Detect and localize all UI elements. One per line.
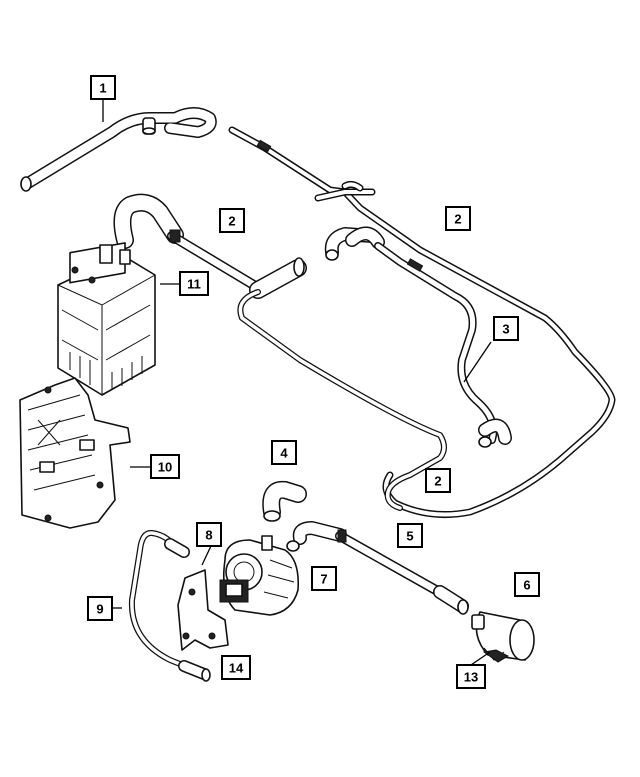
callout-label: 10 (158, 460, 172, 475)
callout-2-middle: 2 (219, 208, 245, 233)
callout-10: 10 (150, 454, 180, 479)
callout-label: 13 (464, 670, 478, 685)
callout-3: 3 (493, 316, 519, 341)
callout-9: 9 (87, 596, 113, 621)
callout-1: 1 (90, 75, 116, 100)
callout-8: 8 (196, 522, 222, 547)
evap-canister-part-11 (57, 242, 156, 396)
callout-label: 14 (229, 661, 244, 676)
callout-label: 2 (454, 212, 461, 227)
callout-label: 9 (96, 602, 103, 617)
callout-label: 6 (523, 578, 530, 593)
callout-5: 5 (397, 523, 423, 548)
hose-part-1 (20, 107, 217, 192)
hose-part-9 (128, 529, 211, 682)
elbow-hose-part-4 (262, 480, 307, 522)
callout-7: 7 (311, 566, 337, 591)
callout-label: 4 (280, 446, 288, 461)
callout-label: 7 (320, 572, 327, 587)
callout-2-upper-right: 2 (445, 206, 471, 231)
callout-label: 5 (406, 529, 413, 544)
callout-13: 13 (456, 664, 486, 689)
callout-label: 1 (99, 81, 106, 96)
hose-part-3 (324, 226, 512, 448)
bracket-part-10 (19, 377, 131, 529)
hose-part-7 (292, 521, 469, 615)
callout-label: 11 (187, 277, 201, 292)
callout-4: 4 (271, 440, 297, 465)
callout-2-lower: 2 (425, 468, 451, 493)
pump-part-8 (219, 535, 300, 616)
callout-11: 11 (179, 271, 209, 296)
vapor-line-middle (113, 193, 447, 511)
callout-14: 14 (221, 655, 251, 680)
callout-label: 2 (434, 474, 441, 489)
callout-label: 2 (228, 214, 235, 229)
filter-part-6 (471, 611, 535, 663)
callout-label: 3 (502, 322, 509, 337)
callout-label: 8 (205, 528, 212, 543)
pump-bracket-part-14 (177, 569, 229, 651)
callout-6: 6 (514, 572, 540, 597)
